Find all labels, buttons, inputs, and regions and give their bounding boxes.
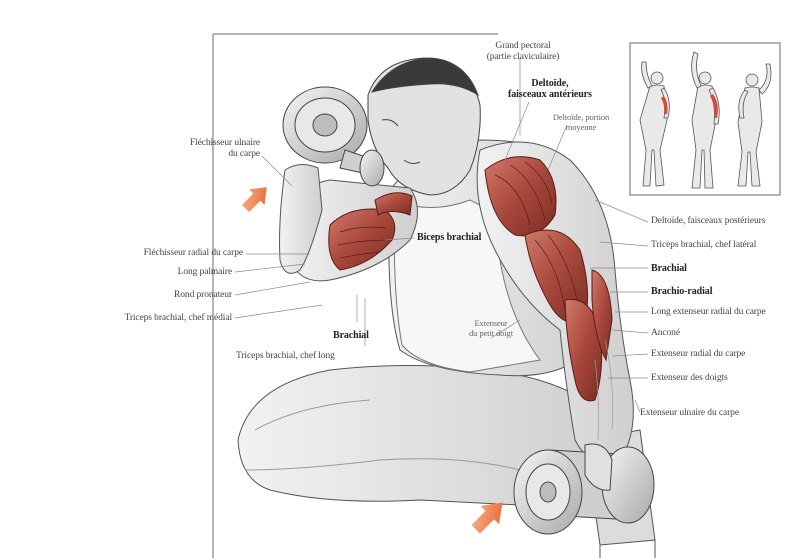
label-flechisseur-ulnaire-line1: Fléchisseur ulnaire: [150, 138, 260, 149]
label-extenseur-petit-doigt: Extenseur du petit doigt: [446, 318, 536, 338]
right-dumbbell: [514, 444, 654, 534]
inset-figures-panel: [630, 43, 780, 195]
label-flechisseur-radial: Fléchisseur radial du carpe: [88, 248, 243, 259]
head: [368, 58, 480, 195]
label-triceps-medial: Triceps brachial, chef médial: [72, 313, 232, 324]
label-grand-pectoral-line2: (partie claviculaire): [483, 52, 563, 63]
label-deltoide-moyenne: Deltoïde, portion moyenne: [538, 112, 624, 132]
label-deltoide-moyenne-line1: Deltoïde, portion: [538, 112, 624, 122]
label-triceps-long: Triceps brachial, chef long: [236, 351, 335, 362]
label-flechisseur-ulnaire-line2: du carpe: [150, 149, 260, 160]
label-biceps: Biceps brachial: [417, 232, 481, 243]
label-extenseur-petit-doigt-line2: du petit doigt: [446, 328, 536, 338]
label-rond-pronateur: Rond pronateur: [130, 290, 232, 301]
label-brachial-left: Brachial: [333, 330, 369, 341]
label-grand-pectoral: Grand pectoral (partie claviculaire): [483, 41, 563, 63]
label-deltoide-anterieur: Deltoïde, faisceaux antérieurs: [508, 78, 592, 100]
label-long-extenseur: Long extenseur radial du carpe: [651, 307, 766, 318]
label-deltoide-anterieur-line2: faisceaux antérieurs: [508, 89, 592, 100]
label-extenseur-petit-doigt-line1: Extenseur: [446, 318, 536, 328]
label-ancone: Anconé: [651, 328, 680, 339]
up-arrow-top: [238, 179, 275, 216]
label-brachial-right: Brachial: [651, 263, 687, 274]
label-brachio-radial: Brachio-radial: [651, 286, 712, 297]
label-extenseur-ulnaire: Extenseur ulnaire du carpe: [640, 408, 739, 419]
label-flechisseur-ulnaire: Fléchisseur ulnaire du carpe: [150, 138, 260, 160]
label-extenseur-doigts: Extenseur des doigts: [651, 373, 728, 384]
label-extenseur-radial: Extenseur radial du carpe: [651, 349, 745, 360]
label-triceps-lateral: Triceps brachial, chef latéral: [651, 240, 756, 251]
label-long-palmaire: Long palmaire: [130, 267, 232, 278]
label-grand-pectoral-line1: Grand pectoral: [483, 41, 563, 52]
label-deltoide-anterieur-line1: Deltoïde,: [508, 78, 592, 89]
label-deltoide-posterieur: Deltoïde, faisceaux postérieurs: [651, 216, 765, 227]
label-deltoide-moyenne-line2: moyenne: [538, 122, 624, 132]
